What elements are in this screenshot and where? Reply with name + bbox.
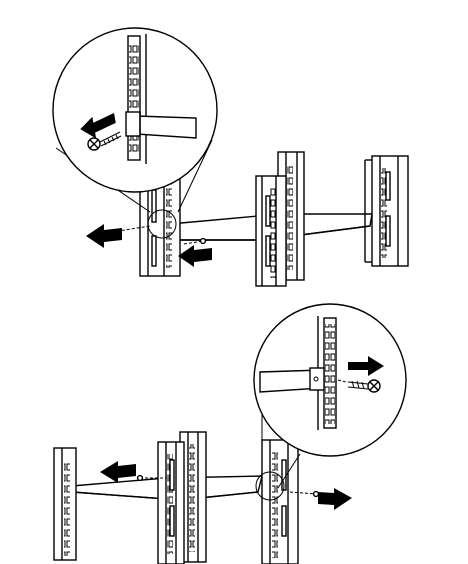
screw-icon: [347, 379, 381, 393]
detail-view-top: [52, 27, 218, 213]
arrow-right-icon: [348, 356, 384, 376]
arrow-left-icon: [80, 113, 116, 139]
screw-icon: [87, 131, 122, 151]
arrow-left-icon: [86, 224, 122, 248]
bottom-panel: [53, 303, 407, 564]
rack-post-middle: [157, 431, 207, 564]
rack-post-rear-right: [364, 155, 409, 267]
rack-post-rear-left: [53, 447, 77, 561]
rack-post-front-middle: [255, 175, 287, 287]
detail-view-bottom: [253, 303, 407, 489]
arrow-right-icon: [318, 488, 352, 510]
screw-path-line: [289, 491, 317, 495]
arrow-left-icon: [178, 245, 212, 267]
rack-post-front-right: [261, 439, 299, 564]
top-panel: [52, 27, 409, 287]
arrow-left-icon: [100, 461, 136, 483]
